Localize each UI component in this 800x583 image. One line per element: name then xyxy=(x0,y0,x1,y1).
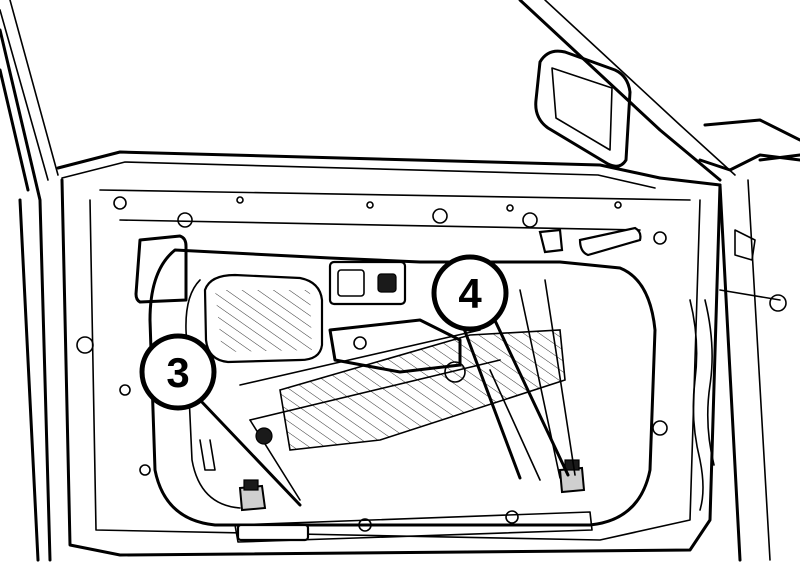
lower-bracket xyxy=(199,439,593,543)
speaker-box xyxy=(134,234,188,304)
callout-4-label: 4 xyxy=(458,270,482,317)
callout-3: 3 xyxy=(139,333,217,411)
door-handle xyxy=(538,226,642,257)
window-frame xyxy=(56,0,736,189)
wire-harness xyxy=(689,289,781,511)
regulator-opening xyxy=(148,248,657,527)
switch-block xyxy=(328,260,407,306)
a-pillar xyxy=(0,0,59,562)
callout-3-label: 3 xyxy=(166,349,189,396)
side-mirror xyxy=(534,49,632,168)
b-pillar xyxy=(698,118,800,562)
glass-panel xyxy=(203,273,324,364)
callout-4-leader-a xyxy=(458,316,522,480)
callout-4: 4 xyxy=(431,254,509,332)
regulator-rail xyxy=(239,318,566,451)
callout-4-leader-b xyxy=(488,308,570,477)
callout-3-leader xyxy=(198,398,302,507)
fasteners xyxy=(76,196,668,532)
callout-leaders xyxy=(198,308,570,507)
